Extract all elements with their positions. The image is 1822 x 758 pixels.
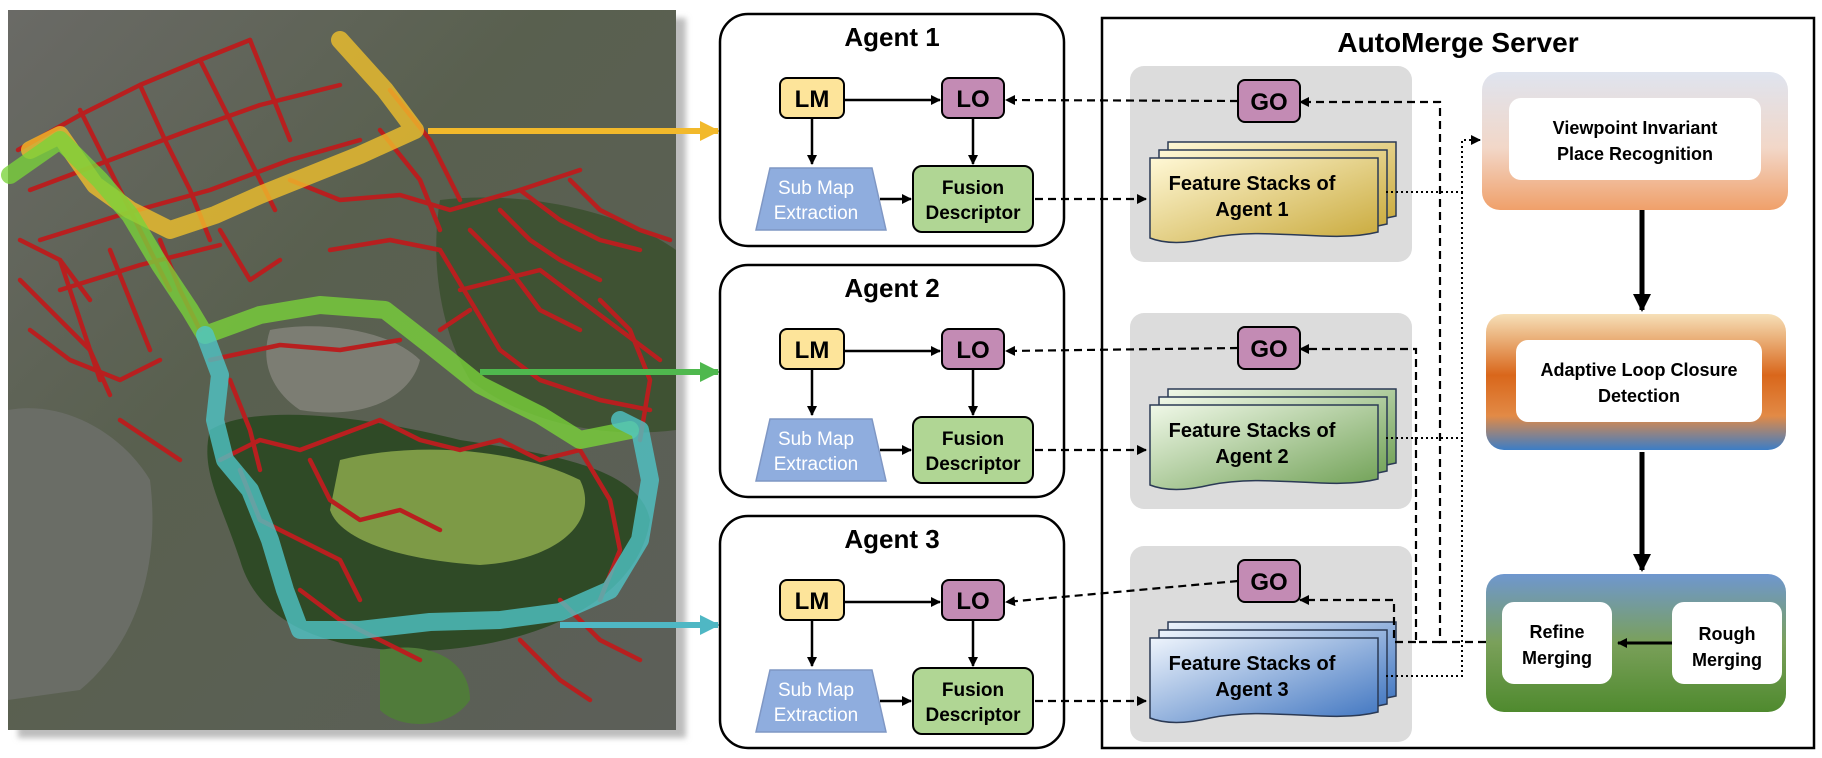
rough-merging-box — [1672, 602, 1782, 684]
lm-label: LM — [795, 337, 830, 364]
refine-merging-box — [1502, 602, 1612, 684]
vipr-label-line1: Viewpoint Invariant — [1553, 118, 1718, 138]
feature-stack-label-line1: Feature Stacks of — [1169, 653, 1336, 675]
feature-stack-row-1: GO Feature Stacks of Agent 1 — [1005, 66, 1412, 262]
trajectory-agent-2 — [1, 131, 639, 449]
agent-title: Agent 2 — [844, 273, 939, 303]
feature-stack-row-2: GO Feature Stacks of Agent 2 — [1005, 313, 1412, 509]
go-label: GO — [1250, 89, 1287, 116]
fusion-descriptor-box — [912, 416, 1034, 484]
feature-stack-row-3: GO Feature Stacks of Agent 3 — [1005, 546, 1412, 742]
feature-stack-label-line1: Feature Stacks of — [1169, 173, 1336, 195]
fusion-label-line1: Fusion — [942, 178, 1004, 199]
server-title: AutoMerge Server — [1337, 27, 1578, 58]
feature-stack-label-line2: Agent 3 — [1215, 679, 1288, 701]
sub-map-label-line2: Extraction — [774, 454, 858, 475]
feature-stack-label-line1: Feature Stacks of — [1169, 420, 1336, 442]
go-label: GO — [1250, 569, 1287, 596]
agent-title: Agent 3 — [844, 524, 939, 554]
sub-map-label-line1: Sub Map — [778, 429, 854, 450]
sub-map-label-line1: Sub Map — [778, 680, 854, 701]
sub-map-extraction-box — [755, 418, 887, 482]
feature-stack-label-line2: Agent 1 — [1215, 199, 1288, 221]
feature-stack-label-line2: Agent 2 — [1215, 446, 1288, 468]
rough-label-line1: Rough — [1699, 624, 1756, 644]
alcd-label-line1: Adaptive Loop Closure — [1540, 360, 1737, 380]
sub-map-extraction-box — [755, 167, 887, 231]
fusion-label-line2: Descriptor — [925, 705, 1021, 726]
agent-title: Agent 1 — [844, 22, 939, 52]
refine-label-line2: Merging — [1522, 648, 1592, 668]
sub-map-label-line2: Extraction — [774, 203, 858, 224]
satellite-map — [1, 10, 720, 738]
lo-label: LO — [956, 337, 989, 364]
rough-label-line2: Merging — [1692, 650, 1762, 670]
lm-label: LM — [795, 86, 830, 113]
fusion-label-line2: Descriptor — [925, 454, 1021, 475]
vipr-label-line2: Place Recognition — [1557, 144, 1713, 164]
sub-map-label-line2: Extraction — [774, 705, 858, 726]
fusion-label-line1: Fusion — [942, 680, 1004, 701]
sub-map-extraction-box — [755, 669, 887, 733]
lm-label: LM — [795, 588, 830, 615]
refine-label-line1: Refine — [1529, 622, 1584, 642]
alcd-label-line2: Detection — [1598, 386, 1680, 406]
fusion-descriptor-box — [912, 165, 1034, 233]
trajectory-agent-3 — [196, 326, 659, 639]
fusion-label-line2: Descriptor — [925, 203, 1021, 224]
connectors — [1299, 97, 1486, 677]
go-label: GO — [1250, 336, 1287, 363]
fusion-descriptor-box — [912, 667, 1034, 735]
fusion-label-line1: Fusion — [942, 429, 1004, 450]
automerge-server-panel: AutoMerge Server Viewpoint Invariant Pla… — [1100, 16, 1816, 750]
sub-map-label-line1: Sub Map — [778, 178, 854, 199]
lo-label: LO — [956, 588, 989, 615]
lo-label: LO — [956, 86, 989, 113]
